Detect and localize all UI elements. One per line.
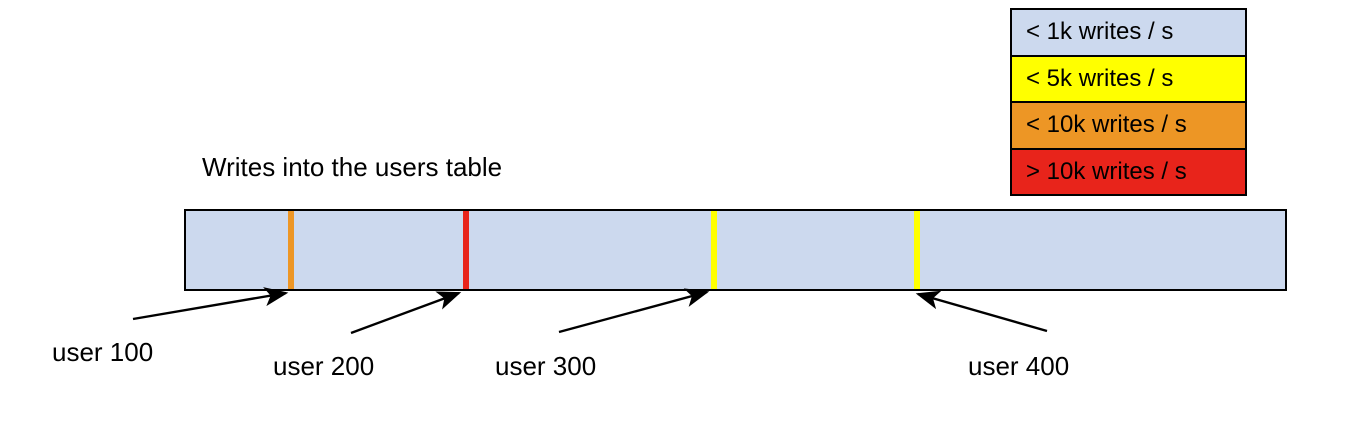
arrow-user-200 [350, 291, 462, 335]
legend-item-label: < 10k writes / s [1026, 111, 1187, 139]
legend: < 1k writes / s < 5k writes / s < 10k wr… [1010, 8, 1247, 196]
callout-label-user-300: user 300 [495, 351, 597, 381]
marker-user-400 [914, 211, 920, 289]
callout-label-user-200: user 200 [273, 351, 375, 381]
callout-label-user-100: user 100 [52, 337, 154, 367]
legend-item-under-5k: < 5k writes / s [1012, 56, 1245, 103]
legend-item-label: > 10k writes / s [1026, 157, 1187, 185]
legend-item-label: < 1k writes / s [1026, 18, 1174, 46]
legend-item-under-10k: < 10k writes / s [1012, 103, 1245, 150]
legend-item-under-1k: < 1k writes / s [1012, 10, 1245, 57]
writes-band [184, 209, 1287, 291]
chart-title: Writes into the users table [202, 152, 503, 182]
marker-user-100 [288, 211, 294, 289]
marker-user-200 [463, 211, 469, 289]
callout-label-user-400: user 400 [968, 351, 1070, 381]
legend-item-label: < 5k writes / s [1026, 64, 1174, 92]
arrow-user-100 [132, 287, 289, 321]
legend-item-over-10k: > 10k writes / s [1012, 149, 1245, 194]
marker-user-300 [711, 211, 717, 289]
arrow-user-300 [558, 288, 710, 334]
arrow-user-400 [915, 290, 1048, 333]
